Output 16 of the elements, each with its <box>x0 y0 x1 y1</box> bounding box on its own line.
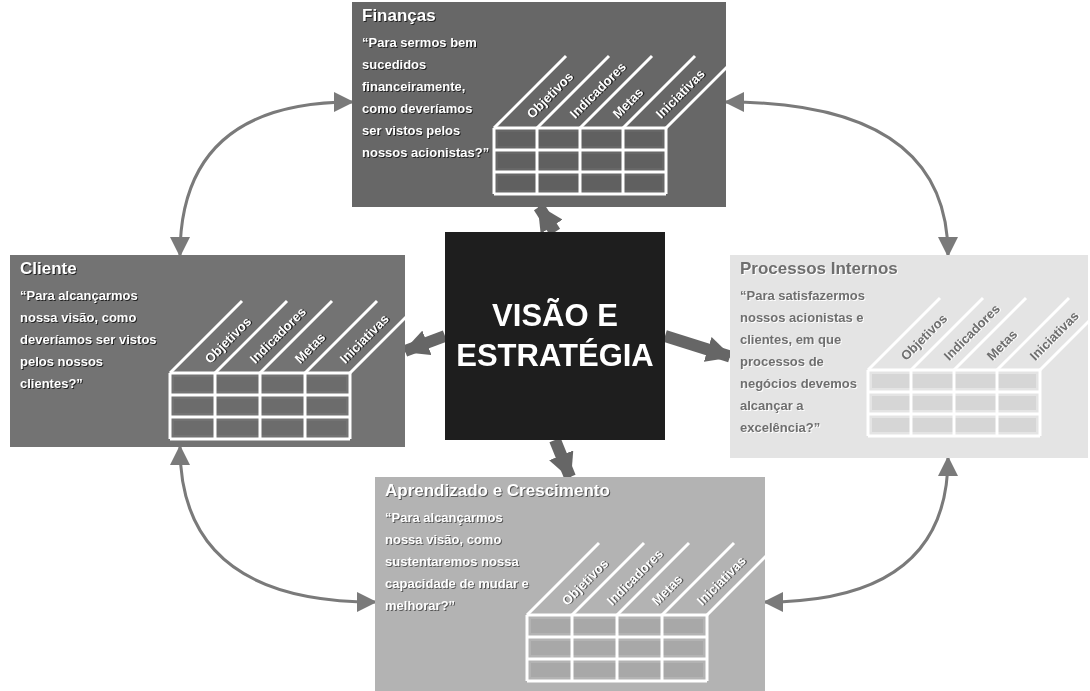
question-text: “Para alcançarmos nossa visão, como sustentaremos nossa capacidade de mudar e melhorar?” <box>385 509 530 615</box>
perspective-title: Processos Internos <box>740 259 898 279</box>
arrow <box>171 445 377 612</box>
perspective-title: Aprendizado e Crescimento <box>385 481 610 501</box>
question-text: “Para alcançarmos nossa visão, como deveríamos ser vistos pelos nossos clientes?” <box>20 287 158 393</box>
perspective-card <box>10 255 405 447</box>
center-title: VISÃO E ESTRATÉGIA <box>456 297 654 375</box>
perspective-card <box>352 2 726 207</box>
perspective-card <box>730 255 1088 458</box>
question-text: “Para satisfazermos nossos acionistas e clientes, em que processos de negócios devemos alcançar a excelência?” <box>740 287 866 437</box>
perspective-title: Finanças <box>362 6 436 26</box>
perspective-card <box>375 477 765 691</box>
question-text: “Para sermos bem sucedidos financeiramente, como deveríamos ser vistos pelos nossos acionistas?” <box>362 34 491 162</box>
arrow <box>170 92 354 257</box>
perspective-title: Cliente <box>20 259 77 279</box>
center-box <box>445 232 665 440</box>
